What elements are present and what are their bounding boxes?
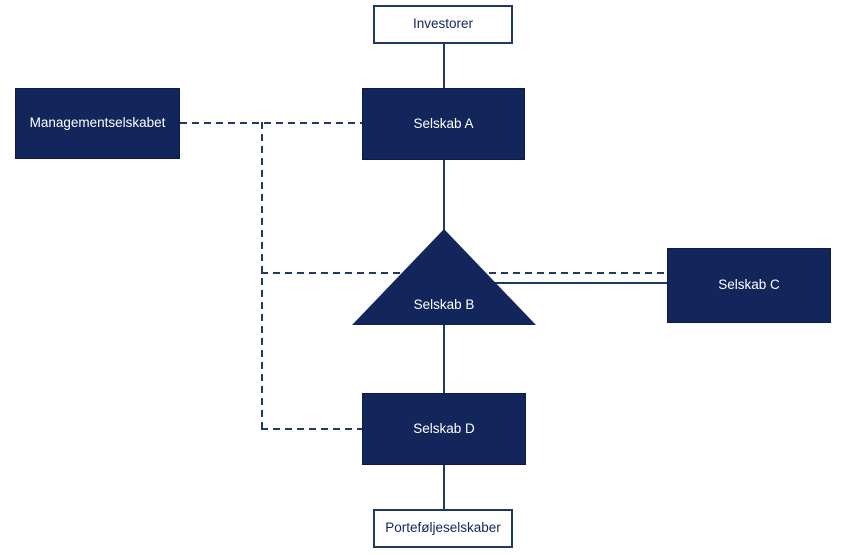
node-portefoljeselskaber: Porteføljeselskaber xyxy=(373,509,513,548)
node-selskab-a: Selskab A xyxy=(362,88,525,160)
node-selskab-a-label: Selskab A xyxy=(413,115,474,131)
edge-investorer-to-selskab-a xyxy=(443,44,445,89)
node-selskab-c-label: Selskab C xyxy=(718,277,780,293)
edge-management-vertical-branch-dashed xyxy=(261,122,263,430)
node-investorer-label: Investorer xyxy=(412,16,474,32)
edge-selskab-a-to-selskab-b xyxy=(443,160,445,230)
edge-management-to-selskab-a-dashed xyxy=(180,122,362,124)
edge-selskab-d-to-portefoljeselskaber xyxy=(443,464,445,510)
node-selskab-c: Selskab C xyxy=(667,248,831,323)
edge-selskab-b-to-selskab-d xyxy=(443,325,445,393)
node-managementselskabet-label: Managementselskabet xyxy=(29,115,166,131)
node-investorer: Investorer xyxy=(373,5,513,44)
edge-selskab-b-to-selskab-c xyxy=(478,282,667,284)
edge-management-to-selskab-d-dashed xyxy=(261,428,362,430)
node-managementselskabet: Managementselskabet xyxy=(15,88,180,159)
node-portefoljeselskaber-label: Porteføljeselskaber xyxy=(385,520,501,536)
node-selskab-d-label: Selskab D xyxy=(413,420,475,436)
node-selskab-b: Selskab B xyxy=(352,229,536,325)
node-selskab-b-label: Selskab B xyxy=(413,297,475,312)
node-selskab-d: Selskab D xyxy=(362,393,526,465)
